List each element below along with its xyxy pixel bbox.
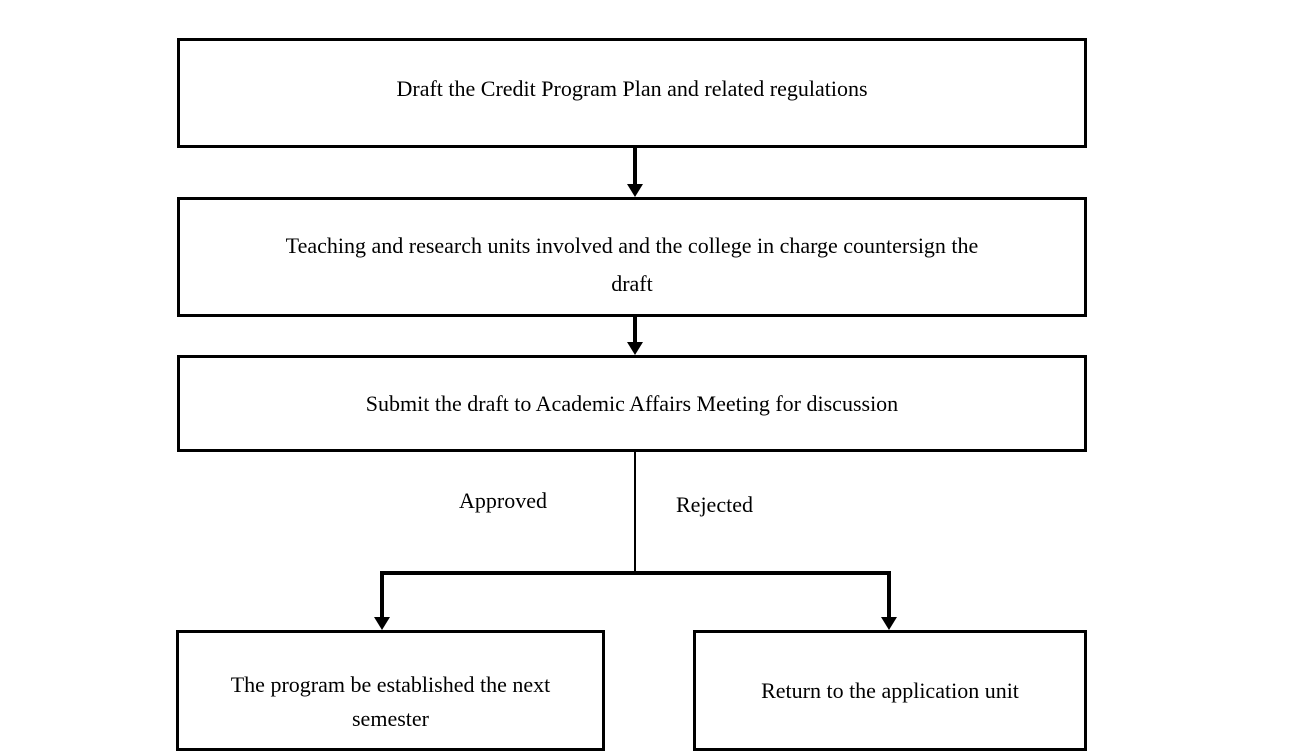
branch-label-rejected: Rejected — [676, 492, 753, 517]
flow-step-3-box: Submit the draft to Academic Affairs Mee… — [177, 355, 1087, 452]
outcome-approved-box: The program be established the next seme… — [176, 630, 605, 751]
outcome-approved-text: The program be established the next seme… — [230, 671, 551, 731]
branch-stem-line — [634, 452, 636, 573]
branch-horizontal-line — [380, 571, 891, 575]
flow-step-2-box: Teaching and research units involved and… — [177, 197, 1087, 317]
flow-step-1-box: Draft the Credit Program Plan and relate… — [177, 38, 1087, 148]
connector-step2-step3-line — [633, 317, 637, 344]
branch-right-line — [887, 571, 891, 619]
arrowhead-down-icon — [881, 617, 897, 630]
flow-step-1-text: Draft the Credit Program Plan and relate… — [396, 76, 868, 101]
outcome-rejected-box: Return to the application unit — [693, 630, 1087, 751]
branch-left-line — [380, 571, 384, 619]
branch-label-approved: Approved — [459, 488, 547, 513]
flow-step-2-text: Teaching and research units involved and… — [285, 233, 979, 296]
outcome-rejected-text: Return to the application unit — [761, 677, 1019, 703]
connector-step1-step2-line — [633, 148, 637, 186]
arrowhead-down-icon — [627, 342, 643, 355]
arrowhead-down-icon — [374, 617, 390, 630]
flow-step-3-text: Submit the draft to Academic Affairs Mee… — [365, 390, 899, 416]
arrowhead-down-icon — [627, 184, 643, 197]
